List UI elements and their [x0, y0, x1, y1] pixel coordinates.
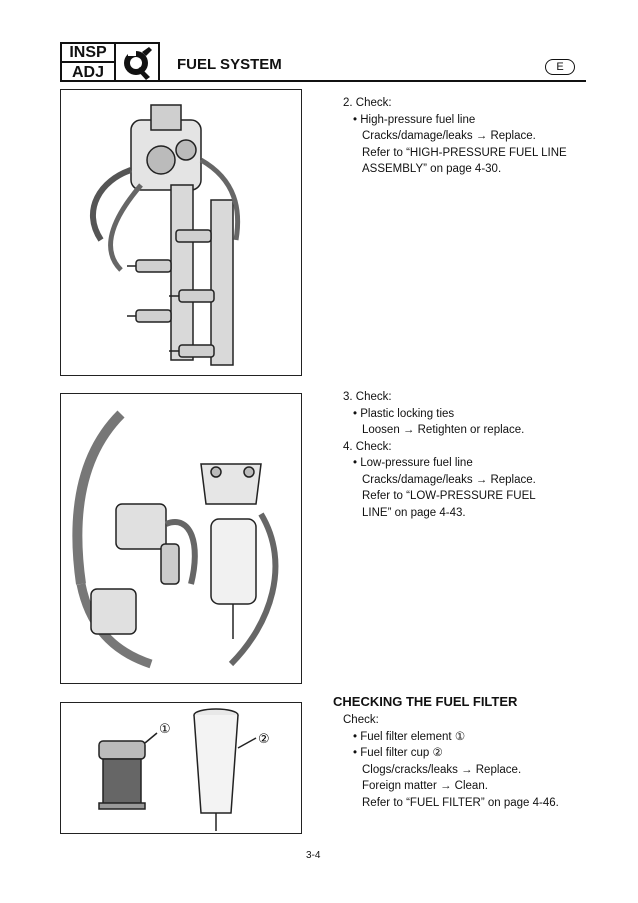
bullet-filter-cup: • Fuel filter cup ② — [353, 747, 443, 759]
figure-low-pressure-fuel-line — [60, 393, 302, 684]
page-title: FUEL SYSTEM — [177, 56, 282, 73]
bullet-filter-element: • Fuel filter element ① — [353, 730, 466, 743]
bullet-locking-ties: • Plastic locking ties — [353, 407, 455, 420]
word: to — [393, 490, 403, 502]
low-pressure-line-illustration — [72, 410, 279, 669]
adj-label: ADJ — [71, 64, 104, 81]
language-badge: E — [545, 59, 575, 75]
callout-1: ① — [159, 722, 171, 737]
figure-fuel-filter: ① ② — [60, 702, 302, 834]
wrench-icon — [116, 42, 160, 82]
check-fuel-filter-block: Check: • Fuel filter element ① • Fuel fi… — [343, 712, 579, 811]
check-label: Check: — [343, 714, 379, 726]
word: FUEL — [506, 490, 536, 502]
text-line: Cracks/damage/leaks → Replace. — [362, 473, 536, 486]
step-4: 4. Check: — [343, 440, 392, 453]
page-number: 3-4 — [306, 850, 321, 861]
bullet-low-pressure: • Low-pressure fuel line — [353, 457, 473, 469]
header-rule — [60, 80, 586, 82]
figure-high-pressure-fuel-line — [60, 89, 302, 376]
word: Refer — [362, 490, 391, 502]
check-locking-ties-block: 3. Check: • Plastic locking ties Loosen … — [343, 389, 579, 521]
bullet-high-pressure: • High-pressure fuel line — [353, 113, 476, 126]
fuel-filter-illustration: ① ② — [98, 708, 270, 831]
text-line: LINE” on page 4-43. — [362, 506, 466, 519]
check-high-pressure-block: 2. Check: • High-pressure fuel line Crac… — [343, 95, 579, 178]
text-line: Refer to “HIGH-PRESSURE FUEL LINE — [362, 146, 567, 159]
text-line: Loosen → Retighten or replace. — [362, 424, 525, 436]
step-3: 3. Check: — [343, 391, 392, 403]
fuel-rail-illustration — [89, 104, 241, 366]
insp-label: INSP — [62, 44, 114, 63]
word: “LOW-PRESSURE — [406, 490, 504, 502]
text-line: Cracks/damage/leaks → Replace. — [362, 130, 536, 142]
text-line: ASSEMBLY” on page 4-30. — [362, 163, 502, 175]
justified-line: Refer to “LOW-PRESSURE FUEL — [343, 488, 579, 505]
text-line: Clogs/cracks/leaks → Replace. — [362, 763, 522, 776]
callout-2: ② — [258, 732, 270, 747]
insp-adj-badge: INSP ADJ — [60, 42, 116, 82]
text-line: Foreign matter → Clean. — [362, 780, 488, 792]
text-line: Refer to “FUEL FILTER” on page 4-46. — [362, 796, 559, 809]
step-2: 2. Check: — [343, 97, 392, 109]
section-title: CHECKING THE FUEL FILTER — [333, 694, 518, 709]
